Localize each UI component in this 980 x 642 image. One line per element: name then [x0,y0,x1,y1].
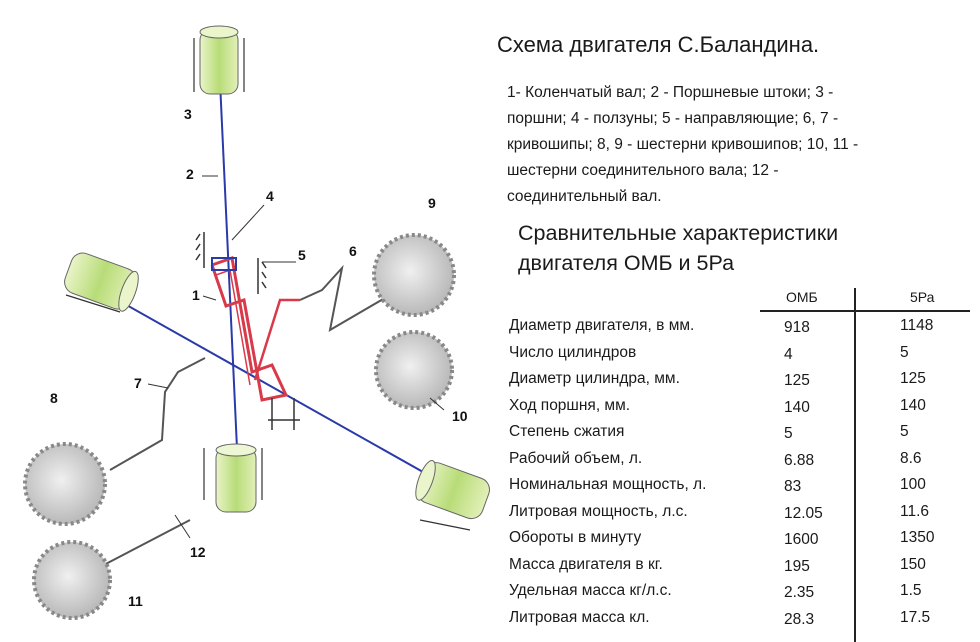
label-9: 9 [428,195,436,211]
table-title-line: Сравнительные характеристики [518,221,839,245]
table-cell-5ra: 17.5 [900,609,931,626]
gear-10 [374,330,454,410]
gear-11 [32,540,112,620]
page-title: Схема двигателя С.Баландина. [497,32,820,57]
table-column-divider [854,288,856,642]
label-4: 4 [266,188,274,204]
piston-bottom [215,443,257,513]
label-12: 12 [190,544,206,560]
piston-right [415,459,490,520]
table-row-label: Рабочий объем, л. [509,450,643,467]
table-row-label: Литровая масса кл. [509,609,650,626]
column-header-omb: ОМБ [786,289,818,305]
leader-lines [147,175,445,539]
table-cell-omb: 140 [784,399,810,416]
table-cell-omb: 4 [784,346,793,363]
gear-8 [23,442,107,526]
table-cell-5ra: 1.5 [900,582,922,599]
guide-5 [195,232,300,430]
table-row-label: Ход поршня, мм. [509,397,631,414]
table-row-label: Диаметр цилиндра, мм. [509,370,680,387]
table-cell-5ra: 11.6 [900,503,930,520]
piston-top [199,25,239,95]
table-cell-5ra: 1148 [900,317,934,334]
connecting-shaft [99,289,456,491]
table-cell-omb: 28.3 [784,611,815,628]
table-cell-omb: 1600 [784,531,819,548]
gear-9 [372,233,456,317]
label-11: 11 [128,593,143,609]
table-title: Сравнительные характеристики двигателя О… [518,218,838,278]
column-header-5ra: 5Ра [910,289,935,305]
table-cell-5ra: 140 [900,397,926,414]
piston-left [64,252,139,312]
table-cell-omb: 2.35 [784,584,815,601]
label-1: 1 [192,287,200,303]
legend-line: 1- Коленчатый вал; 2 - Поршневые штоки; … [507,84,834,101]
table-row-label: Обороты в минуту [509,529,642,546]
table-cell-omb: 12.05 [784,505,823,522]
legend-line: соединительный вал. [507,188,662,205]
label-3: 3 [184,106,192,122]
table-cell-5ra: 150 [900,556,926,573]
table-cell-5ra: 5 [900,423,909,440]
table-row-label: Номинальная мощность, л. [509,476,707,493]
slider-4 [211,257,237,271]
label-2: 2 [186,166,194,182]
crank-link [253,298,300,381]
table-cell-5ra: 100 [900,476,926,493]
table-cell-omb: 918 [784,319,810,336]
crank-arm-7 [109,357,206,471]
table-row-label: Число цилиндров [509,344,637,361]
crankshaft [210,256,289,402]
table-cell-5ra: 1350 [900,529,935,546]
engine-diagram: 3 2 4 5 6 1 9 7 8 10 12 11 [23,25,490,620]
label-10: 10 [452,408,468,424]
label-8: 8 [50,390,58,406]
table-title-line: двигателя ОМБ и 5Ра [518,251,735,275]
label-6: 6 [349,243,357,259]
piston-rod-vertical [218,59,239,471]
legend-line: кривошипы; 8, 9 - шестерни кривошипов; 1… [507,136,859,153]
table-row-label: Удельная масса кг/л.с. [509,582,672,599]
label-7: 7 [134,375,142,391]
table-row-label: Диаметр двигателя, в мм. [509,317,695,334]
table-row-label: Масса двигателя в кг. [509,556,663,573]
table-cell-omb: 6.88 [784,452,815,469]
legend-line: поршни; 4 - ползуны; 5 - направляющие; 6… [507,110,839,127]
table-row-label: Литровая мощность, л.с. [509,503,688,520]
table-cell-omb: 125 [784,372,810,389]
legend-line: шестерни соединительного вала; 12 - [507,162,779,179]
cylinder-hatching [65,38,471,531]
crank-arm-6 [299,264,391,332]
table-header-rule [760,310,970,312]
table-cell-5ra: 8.6 [900,450,922,467]
table-cell-omb: 83 [784,478,802,495]
table-cell-5ra: 5 [900,344,909,361]
table-cell-omb: 195 [784,558,810,575]
table-cell-5ra: 125 [900,370,926,387]
label-5: 5 [298,247,306,263]
legend-text: 1- Коленчатый вал; 2 - Поршневые штоки; … [507,80,858,210]
table-row-label: Степень сжатия [509,423,625,440]
table-cell-omb: 5 [784,425,793,442]
